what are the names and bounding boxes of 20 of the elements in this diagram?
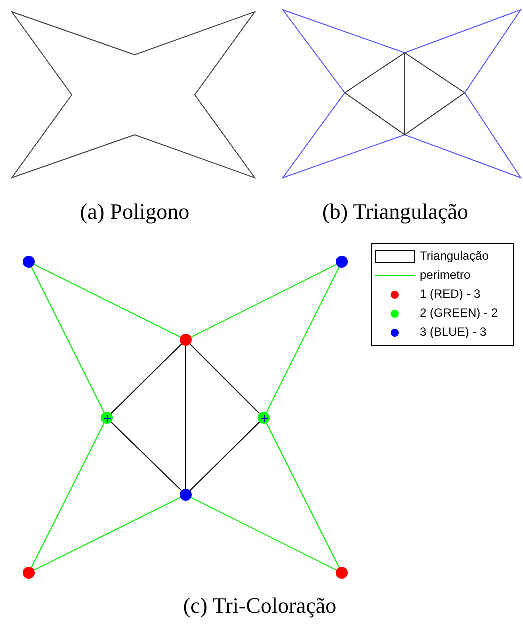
edge-line xyxy=(266,422,340,568)
legend-label: 2 (GREEN) - 2 xyxy=(420,305,498,322)
edge-line xyxy=(110,422,182,492)
subfigure-caption: (c) Tri-Coloração xyxy=(182,592,338,620)
edge-line xyxy=(34,497,182,571)
edge-line xyxy=(110,344,182,414)
edge-line xyxy=(31,422,105,568)
legend-label: perimetro xyxy=(420,267,471,284)
edge-line xyxy=(190,264,338,338)
edge-line xyxy=(266,266,340,414)
legend-label: 1 (RED) - 3 xyxy=(420,286,481,303)
edge-line xyxy=(31,266,105,414)
edge-line xyxy=(190,344,260,414)
edge-line xyxy=(190,497,338,571)
legend-label: 3 (BLUE) - 3 xyxy=(420,324,487,341)
legend-label: Triangulação xyxy=(420,248,489,265)
edge-line xyxy=(190,422,260,492)
subfigure-caption: (b) Triangulação xyxy=(321,198,470,226)
subfigure-caption: (a) Poligono xyxy=(79,198,191,226)
edge-line xyxy=(34,264,182,338)
